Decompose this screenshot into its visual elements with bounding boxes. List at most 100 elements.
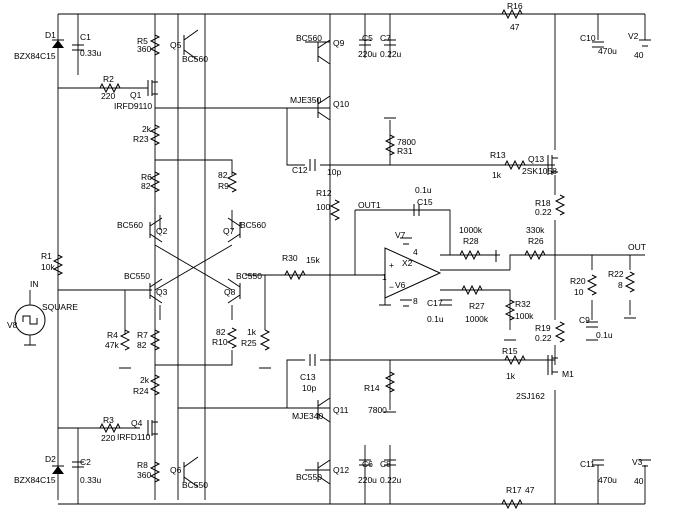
resistor-r1 — [52, 254, 64, 276]
label-c1v: 0.33u — [80, 48, 102, 58]
label-r19: R19 — [535, 323, 551, 333]
label-r16: R16 — [507, 1, 523, 11]
label-c2v: 0.33u — [80, 475, 102, 485]
label-r24v: 2k — [140, 375, 150, 385]
label-q2p: BC560 — [117, 220, 143, 230]
label-q3: Q3 — [156, 287, 168, 297]
label-r27: R27 — [469, 301, 485, 311]
label-m1: M1 — [562, 369, 574, 379]
mosfet-q13 — [547, 155, 558, 175]
label-c10: C10 — [580, 33, 596, 43]
label-r4: R4 — [107, 330, 118, 340]
label-in: IN — [30, 279, 39, 289]
resistor-r26 — [524, 249, 546, 261]
label-c13v: 10p — [302, 383, 316, 393]
label-q5p: BC560 — [182, 54, 208, 64]
label-pin1: 1 — [382, 272, 387, 282]
capacitor-c11 — [592, 459, 604, 466]
source-v2 — [639, 39, 651, 47]
label-r19v: 0.22 — [535, 333, 552, 343]
resistor-r22 — [624, 271, 636, 293]
label-r13v: 1k — [492, 170, 502, 180]
resistor-r19 — [554, 321, 566, 343]
resistor-r5 — [149, 34, 161, 56]
label-r30v: 15k — [306, 255, 320, 265]
label-c1: C1 — [80, 32, 91, 42]
label-square: SQUARE — [42, 302, 78, 312]
label-r22v: 8 — [618, 280, 623, 290]
label-m1p: 2SJ162 — [516, 391, 545, 401]
label-r31v: 7800 — [397, 137, 416, 147]
label-q4p: IRFD110 — [117, 432, 151, 442]
label-q11: Q11 — [333, 405, 349, 415]
label-r9: R9 — [218, 181, 229, 191]
label-r2v: 220 — [101, 91, 115, 101]
resistor-r6 — [149, 171, 161, 193]
opamp-x2 — [384, 247, 442, 299]
label-r3v: 220 — [101, 433, 115, 443]
capacitor-c12 — [309, 159, 316, 171]
label-r31: R31 — [397, 146, 413, 156]
label-pin4: 4 — [413, 247, 418, 257]
resistor-r12 — [329, 199, 341, 221]
label-r17v: 47 — [525, 485, 535, 495]
label-r22: R22 — [608, 269, 624, 279]
label-out1: OUT1 — [358, 200, 381, 210]
capacitor-c6 — [359, 459, 371, 466]
svg-text:+: + — [389, 260, 394, 270]
label-r5v: 360 — [137, 44, 151, 54]
label-c11: C11 — [580, 459, 595, 469]
label-r18v: 0.22 — [535, 207, 552, 217]
label-v7: V7 — [395, 230, 406, 240]
zener-d1 — [52, 40, 64, 48]
label-c13: C13 — [300, 372, 316, 382]
resistor-r13 — [504, 159, 526, 171]
label-c5: C5 — [362, 33, 373, 43]
label-r28: R28 — [463, 236, 479, 246]
mosfet-q4 — [147, 420, 158, 436]
label-c2: C2 — [80, 457, 91, 467]
resistor-r9 — [226, 171, 238, 193]
label-r8v: 360 — [137, 470, 151, 480]
label-q5: Q5 — [170, 40, 182, 50]
label-r2: R2 — [103, 74, 114, 84]
label-r7: R7 — [137, 330, 148, 340]
label-r27v: 1000k — [465, 314, 489, 324]
label-out: OUT — [628, 242, 646, 252]
label-r14: R14 — [364, 383, 380, 393]
label-r23: R23 — [133, 134, 149, 144]
label-r10: R10 — [212, 337, 228, 347]
label-r28v: 1000k — [459, 225, 483, 235]
capacitor-c17 — [440, 299, 452, 306]
wires — [29, 13, 646, 505]
label-v2: V2 — [628, 31, 639, 41]
resistor-r31 — [384, 134, 396, 156]
source-v8 — [14, 304, 46, 336]
label-q2: Q2 — [156, 226, 168, 236]
resistor-r4 — [119, 329, 131, 351]
label-r7v: 82 — [137, 340, 147, 350]
label-c7: C7 — [380, 33, 391, 43]
capacitor-c7 — [384, 39, 396, 46]
resistor-r20 — [586, 274, 598, 296]
label-q4: Q4 — [131, 418, 143, 428]
transistor-q7 — [227, 217, 241, 243]
resistor-r7 — [149, 329, 161, 351]
label-v3: V3 — [632, 457, 643, 467]
label-r1v: 10k — [41, 262, 55, 272]
label-x2: X2 — [402, 258, 413, 268]
label-r17: R17 — [506, 485, 522, 495]
transistor-q11 — [317, 397, 331, 423]
label-r3: R3 — [103, 415, 114, 425]
label-c9v: 0.1u — [596, 330, 613, 340]
label-c17v: 0.1u — [427, 314, 444, 324]
transistor-q2 — [149, 217, 163, 243]
capacitor-c9 — [586, 321, 598, 328]
label-r6v: 82 — [141, 181, 151, 191]
label-d2: D2 — [45, 454, 56, 464]
label-r8: R8 — [137, 460, 148, 470]
resistor-r8 — [149, 461, 161, 483]
resistor-r15 — [504, 354, 526, 366]
label-c15v: 0.1u — [415, 185, 432, 195]
